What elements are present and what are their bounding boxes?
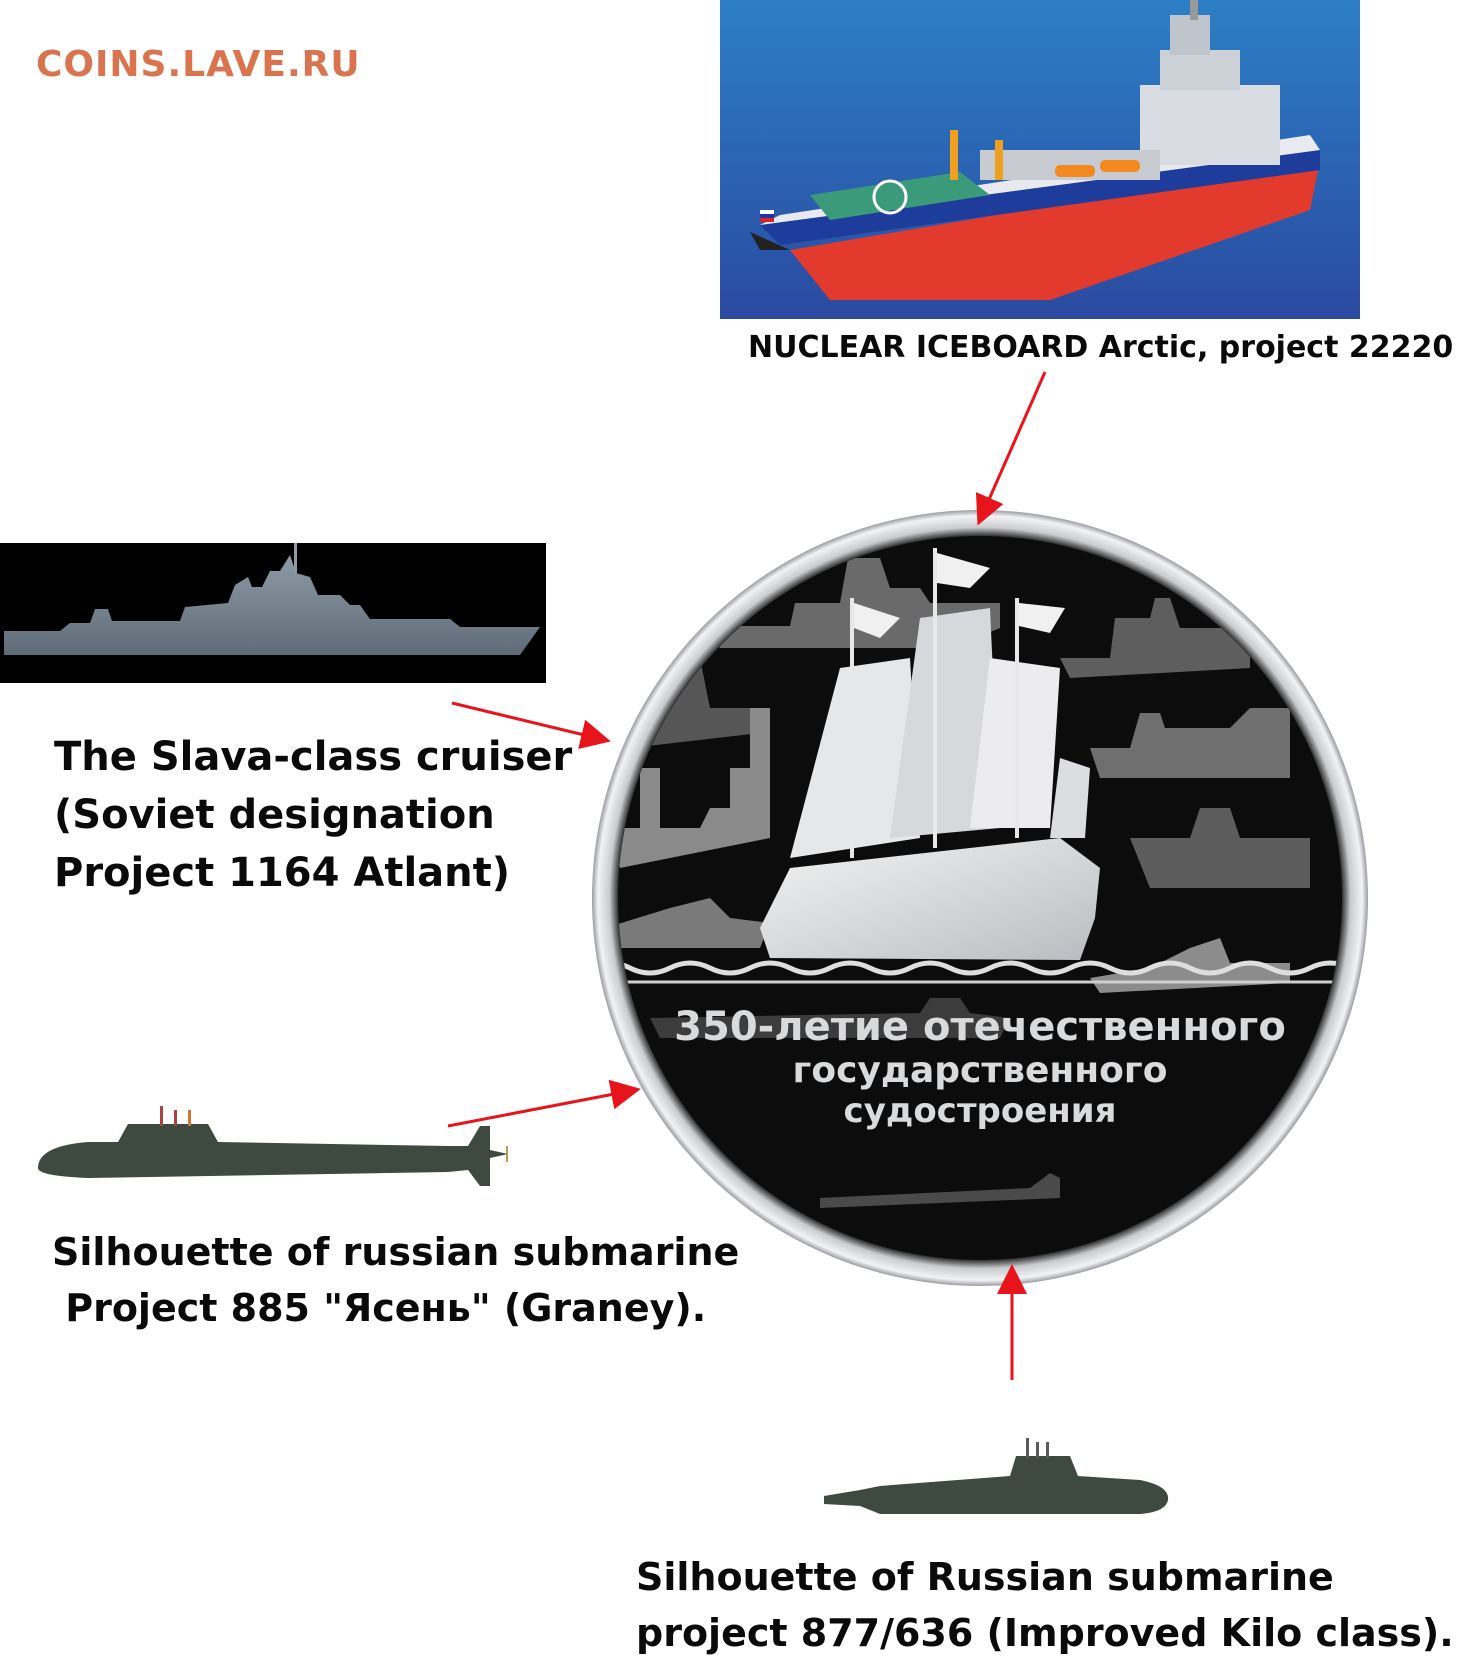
caption-line: Project 1164 Atlant) [54, 850, 511, 896]
cruiser-caption: The Slava-class cruiser (Soviet designat… [54, 728, 572, 902]
inscription-line-1: 350-летие отечественного [674, 1004, 1286, 1050]
caption-line: Silhouette of Russian submarine [636, 1555, 1334, 1599]
yasen-caption: Silhouette of russian submarine Project … [52, 1224, 739, 1336]
kilo-caption: Silhouette of Russian submarine project … [636, 1549, 1454, 1661]
commemorative-coin: 350-летие отечественного государственног… [590, 508, 1370, 1288]
inscription-line-2: государственного [793, 1050, 1168, 1091]
site-watermark: COINS.LAVE.RU [36, 44, 361, 85]
caption-line: (Soviet designation [54, 792, 495, 838]
caption-line: Project 885 "Ясень" (Graney). [52, 1286, 707, 1330]
arrow-to-icebreaker [975, 371, 1047, 526]
caption-line: The Slava-class cruiser [54, 734, 573, 780]
yasen-submarine-silhouette [28, 1102, 538, 1212]
inscription-line-3: судостроения [844, 1091, 1117, 1131]
kilo-submarine-silhouette [820, 1420, 1180, 1520]
caption-line: project 877/636 (Improved Kilo class). [636, 1611, 1454, 1655]
sailing-ship-relief [760, 548, 1100, 960]
cruiser-silhouette [0, 543, 546, 683]
caption-line: Silhouette of russian submarine [52, 1230, 740, 1274]
coin-inscription: 350-летие отечественного государственног… [674, 1004, 1286, 1131]
icebreaker-image [720, 0, 1360, 319]
icebreaker-caption: NUCLEAR ICEBOARD Arctic, project 22220 [748, 330, 1454, 365]
